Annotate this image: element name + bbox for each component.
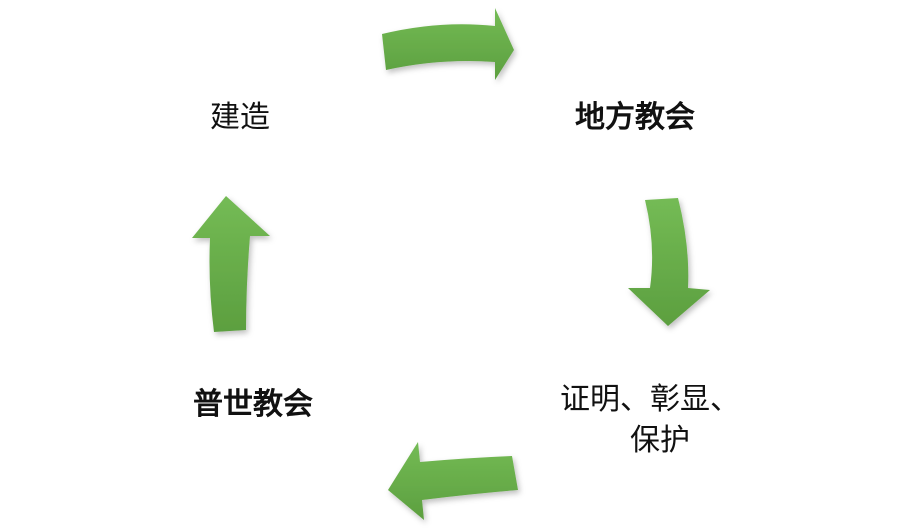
node-testify-line1: 证明、彰显、: [560, 382, 740, 417]
node-local-church: 地方教会: [575, 100, 695, 135]
arrow-down-right: [628, 198, 710, 326]
node-universal-church: 普世教会: [193, 387, 313, 422]
arrow-right-top: [382, 8, 514, 80]
node-testify-line2: 保护: [630, 423, 690, 458]
node-build: 建造: [210, 100, 270, 135]
arrow-left-bottom: [388, 442, 518, 520]
arrow-up-left: [192, 196, 270, 332]
